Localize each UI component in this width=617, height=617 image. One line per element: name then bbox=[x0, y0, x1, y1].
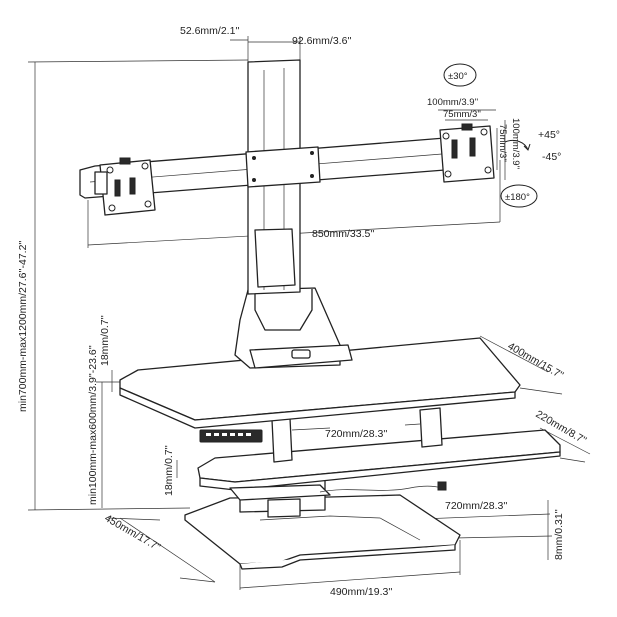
left-vesa-plate bbox=[94, 157, 156, 216]
tilt-positive-label: +45° bbox=[538, 129, 560, 141]
total-height-label: min700mm-max1200mm/27.6''-47.2'' bbox=[17, 241, 29, 412]
column-mount bbox=[234, 287, 353, 369]
desk-depth-label: 400mm/15.7'' bbox=[506, 340, 566, 382]
kb-thickness-label: 18mm/0.7'' bbox=[163, 445, 175, 496]
desk-thickness-label: 18mm/0.7'' bbox=[99, 315, 111, 366]
desk-top bbox=[119, 337, 521, 443]
rotate-label: ±180° bbox=[505, 192, 530, 203]
vesa-75-label: 75mm/3'' bbox=[443, 109, 481, 120]
arm-span-label: 850mm/33.5'' bbox=[312, 228, 374, 240]
kb-width-label: 720mm/28.3'' bbox=[445, 500, 507, 512]
base-depth-label: 450mm/17.7'' bbox=[103, 512, 163, 554]
desk-height-label: min100mm-max600mm/3.9''-23.6'' bbox=[87, 345, 99, 505]
desk-width-label: 720mm/28.3'' bbox=[325, 428, 387, 440]
desk-brackets bbox=[271, 407, 443, 463]
base-thickness-label: 8mm/0.31'' bbox=[553, 509, 565, 560]
vesa-100-vertical-label: 100mm/3.9'' bbox=[510, 118, 521, 169]
pole-width-label: 92.6mm/3.6'' bbox=[292, 35, 351, 47]
vesa-75-vertical-label: 75mm/3'' bbox=[497, 124, 508, 162]
keyboard-tray bbox=[197, 429, 561, 501]
cross-arm bbox=[79, 137, 446, 199]
arm-offset-label: 52.6mm/2.1'' bbox=[180, 25, 239, 37]
vesa-100-label: 100mm/3.9'' bbox=[427, 97, 478, 108]
tilt-up-label: ±30° bbox=[448, 71, 468, 82]
rotation-icons bbox=[443, 63, 538, 208]
tilt-negative-label: -45° bbox=[542, 151, 561, 163]
base-width-label: 490mm/19.3'' bbox=[330, 586, 392, 598]
right-vesa-plate bbox=[439, 123, 495, 183]
